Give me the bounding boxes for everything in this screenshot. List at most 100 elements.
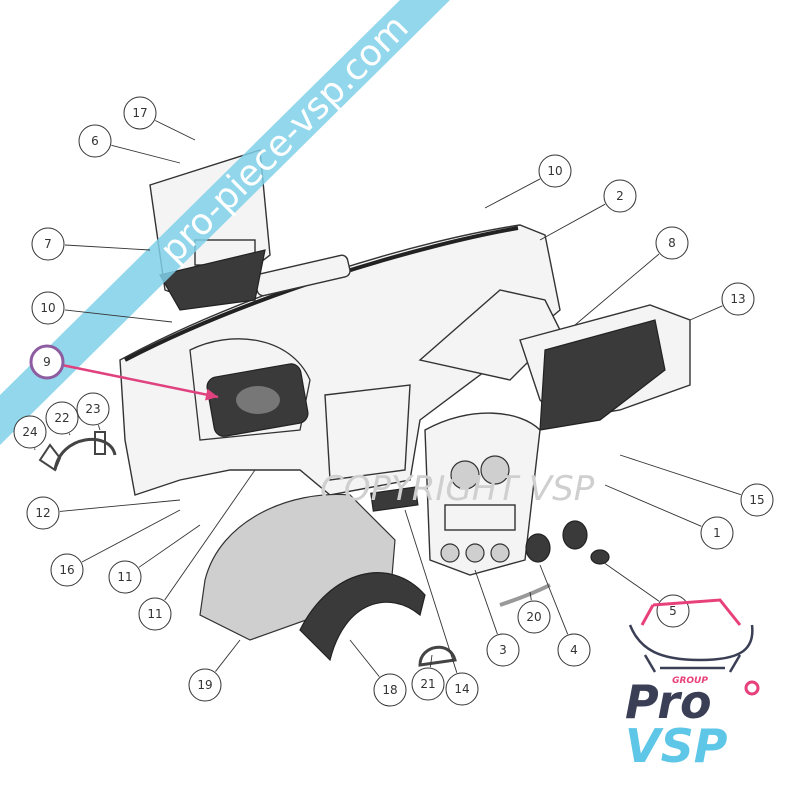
callout-13: 13	[689, 282, 755, 321]
leader-line	[68, 433, 71, 436]
callout-circle	[557, 633, 591, 667]
callout-circle	[721, 282, 755, 316]
leader-line	[604, 484, 702, 527]
arrow-head-icon	[205, 388, 218, 401]
callout-label: 11	[147, 607, 162, 621]
callout-2: 2	[539, 179, 637, 241]
leader-line	[155, 120, 196, 141]
callout-label: 3	[499, 643, 507, 657]
callout-circle	[26, 496, 60, 530]
logo-vsp: VSP	[625, 719, 728, 773]
callout-5: 5	[599, 559, 690, 628]
callout-label: 2	[616, 189, 624, 203]
callout-23: 23	[76, 392, 110, 431]
callout-20: 20	[517, 591, 551, 634]
leader-line	[429, 654, 433, 668]
leader-line	[474, 569, 498, 635]
callout-label: 14	[454, 682, 469, 696]
callout-label: 20	[526, 610, 541, 624]
leader-line	[59, 499, 181, 512]
leader-line	[349, 639, 380, 678]
cluster-hood	[199, 493, 396, 641]
leader-line	[164, 469, 256, 601]
callout-circle	[31, 227, 65, 261]
air-vent	[525, 533, 551, 563]
callout-9: 9	[29, 344, 219, 401]
watermark-text: pro-piece-vsp.com	[152, 7, 416, 271]
callout-24: 24	[13, 415, 47, 451]
callout-label: 18	[382, 683, 397, 697]
callout-circle	[108, 560, 142, 594]
leader-line	[619, 454, 741, 496]
callout-label: 7	[44, 237, 52, 251]
leader-line	[529, 591, 532, 601]
callout-4: 4	[539, 564, 591, 667]
callout-label: 11	[117, 570, 132, 584]
callout-label: 15	[749, 493, 764, 507]
callout-label: 9	[43, 355, 51, 369]
leader-line	[63, 364, 219, 399]
callout-label: 19	[197, 678, 212, 692]
callout-3: 3	[474, 569, 520, 667]
callout-18: 18	[349, 639, 407, 707]
leader-line	[599, 559, 660, 602]
callout-circle	[538, 154, 572, 188]
leader-line	[539, 203, 606, 241]
callout-circle	[31, 291, 65, 325]
provsp-logo: GROUP Pro VSP	[625, 598, 760, 773]
callout-16: 16	[50, 509, 181, 587]
leader-line	[215, 639, 241, 672]
callout-circle	[188, 668, 222, 702]
callout-label: 1	[713, 526, 721, 540]
callout-label: 5	[669, 604, 677, 618]
callout-15: 15	[619, 454, 774, 517]
callout-1: 1	[604, 484, 734, 550]
callout-circle	[700, 516, 734, 550]
callout-circle	[486, 633, 520, 667]
leader-line	[64, 309, 173, 323]
leader-line	[574, 253, 660, 326]
callout-circle	[445, 672, 479, 706]
glovebox	[539, 319, 666, 431]
nut-icon	[744, 680, 760, 696]
leader-line	[138, 524, 201, 568]
callout-label: 23	[85, 402, 100, 416]
callout-circle	[740, 483, 774, 517]
callout-circle	[45, 401, 79, 435]
callout-12: 12	[26, 496, 181, 530]
callout-22: 22	[45, 401, 79, 436]
callout-11: 11	[108, 524, 201, 594]
callout-14: 14	[404, 509, 479, 706]
leader-line	[81, 509, 181, 563]
callout-7: 7	[31, 227, 151, 261]
air-vent	[562, 520, 588, 550]
callout-circle	[373, 673, 407, 707]
callout-circle	[76, 392, 110, 426]
callout-circle	[138, 597, 172, 631]
callout-10: 10	[31, 291, 173, 325]
leader-line	[64, 244, 151, 251]
copyright-watermark: COPYRIGHT VSP	[320, 469, 595, 509]
callout-label: 13	[730, 292, 745, 306]
callout-6: 6	[78, 124, 181, 164]
leader-line	[404, 509, 458, 673]
leader-line	[484, 178, 541, 209]
center-console	[424, 412, 541, 576]
leader-line	[539, 564, 569, 635]
callout-circle	[123, 96, 157, 130]
logo-group: GROUP	[672, 676, 708, 686]
callout-label: 10	[547, 164, 562, 178]
callout-17: 17	[123, 96, 196, 141]
callout-label: 4	[570, 643, 578, 657]
callout-circle	[603, 179, 637, 213]
callout-circle	[78, 124, 112, 158]
callout-label: 21	[420, 677, 435, 691]
callout-label: 8	[668, 236, 676, 250]
dashboard-main	[119, 224, 561, 496]
callout-circle	[655, 226, 689, 260]
callout-11: 11	[138, 469, 256, 631]
callout-19: 19	[188, 639, 241, 702]
